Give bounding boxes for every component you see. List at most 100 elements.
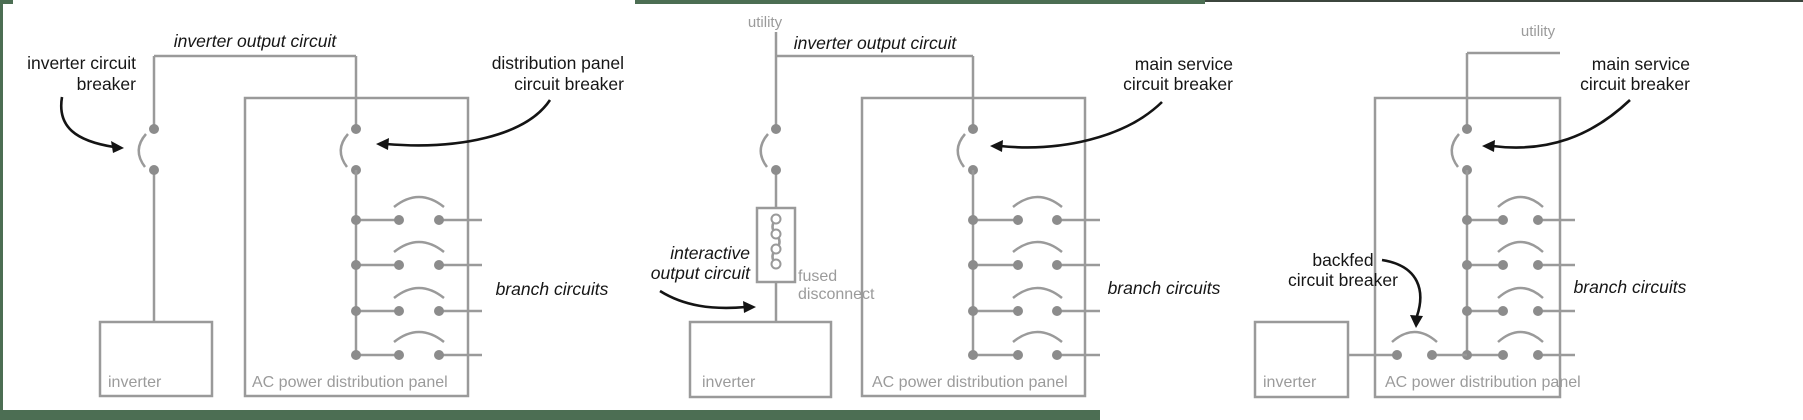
panel-breaker-arrowhead bbox=[376, 138, 389, 150]
utility-label: utility bbox=[748, 14, 783, 31]
branch-breaker-dot bbox=[1533, 306, 1543, 316]
fuse-terminal bbox=[770, 258, 782, 270]
main-breaker-label-line2: circuit breaker bbox=[1123, 74, 1233, 94]
branch-circuits-label: branch circuits bbox=[1574, 277, 1687, 297]
branch-breaker-dot bbox=[1498, 260, 1508, 270]
main-breaker-arrow bbox=[1491, 99, 1631, 149]
branch-breaker-arc bbox=[1012, 195, 1063, 208]
branch-breaker-dot bbox=[1052, 306, 1062, 316]
panel-box-label: AC power distribution panel bbox=[872, 374, 1068, 391]
bus-junction-dot bbox=[351, 350, 361, 360]
inverter-box-label: inverter bbox=[108, 374, 162, 391]
interactive-output-arrow bbox=[659, 289, 747, 310]
branch-breaker-arc bbox=[1012, 286, 1063, 299]
branch-breaker-dot bbox=[394, 306, 404, 316]
branch-rows bbox=[1462, 195, 1575, 360]
utility-label: utility bbox=[1521, 23, 1556, 40]
branch-breaker-dot bbox=[394, 350, 404, 360]
breaker-arc bbox=[1450, 133, 1460, 168]
breaker-dot bbox=[149, 124, 159, 134]
branch-breaker-dot bbox=[1533, 350, 1543, 360]
breaker-dot bbox=[149, 165, 159, 175]
bus-junction-dot bbox=[1462, 215, 1472, 225]
branch-breaker-dot bbox=[1498, 306, 1508, 316]
main-breaker-label-line2: circuit breaker bbox=[1580, 74, 1690, 94]
branch-breaker-dot bbox=[434, 306, 444, 316]
fuse-terminal bbox=[770, 213, 782, 225]
branch-breaker-dot bbox=[1498, 350, 1508, 360]
bus-junction-dot bbox=[351, 215, 361, 225]
bus-junction-dot bbox=[1462, 260, 1472, 270]
interactive-output-arrowhead bbox=[743, 301, 756, 313]
top-left-green-nub bbox=[0, 0, 13, 4]
fuse-terminal bbox=[770, 243, 782, 255]
branch-breaker-arc bbox=[393, 286, 445, 299]
branch-breaker-dot bbox=[1013, 306, 1023, 316]
inverter-box bbox=[98, 320, 214, 398]
breaker-dot bbox=[771, 124, 781, 134]
branch-breaker-dot bbox=[434, 350, 444, 360]
inverter-breaker-label-line1: inverter circuit bbox=[27, 53, 136, 73]
branch-breaker-arc bbox=[393, 330, 445, 343]
panel-box-label: AC power distribution panel bbox=[252, 374, 448, 391]
backfed-breaker-label-line1: backfed bbox=[1312, 250, 1373, 270]
branch-breaker-arc bbox=[1012, 330, 1063, 343]
panel-box-label: AC power distribution panel bbox=[1385, 374, 1581, 391]
main-breaker-arrowhead bbox=[1482, 140, 1495, 152]
backfed-breaker-arrow bbox=[1381, 258, 1422, 317]
bus-junction-dot bbox=[1462, 306, 1472, 316]
branch-breaker-dot bbox=[1052, 350, 1062, 360]
branch-breaker-dot bbox=[1533, 260, 1543, 270]
inverter-box bbox=[1253, 320, 1350, 399]
bus-junction-dot bbox=[968, 260, 978, 270]
fuse-squiggle bbox=[771, 218, 781, 265]
branch-breaker-arc bbox=[1012, 240, 1063, 253]
panel-breaker-label-line2: circuit breaker bbox=[514, 74, 624, 94]
breaker-dot bbox=[1462, 124, 1472, 134]
inverter-breaker-label-line2: breaker bbox=[77, 74, 137, 94]
top-green-strip bbox=[635, 0, 1205, 4]
panel-breaker-arrow bbox=[385, 99, 552, 147]
main-breaker-arrowhead bbox=[990, 140, 1003, 152]
bus-junction-dot bbox=[351, 306, 361, 316]
bus-junction-dot bbox=[351, 260, 361, 270]
branch-breaker-arc bbox=[393, 240, 445, 253]
branch-breaker-dot bbox=[1013, 350, 1023, 360]
breaker-arc bbox=[956, 133, 966, 168]
breaker-dot bbox=[771, 165, 781, 175]
branch-breaker-arc bbox=[1497, 286, 1544, 299]
breaker-dot bbox=[351, 124, 361, 134]
diagram-inverter-direct: inverter output circuit inverter circuit… bbox=[27, 31, 624, 398]
main-breaker-label-line1: main service bbox=[1135, 54, 1233, 74]
bottom-green-strip bbox=[0, 410, 1100, 420]
branch-breaker-arc bbox=[1497, 240, 1544, 253]
inverter-output-circuit-label: inverter output circuit bbox=[174, 31, 338, 51]
branch-rows bbox=[351, 195, 482, 360]
branch-circuits-label: branch circuits bbox=[496, 279, 609, 299]
distribution-panel-box bbox=[860, 96, 1087, 398]
interactive-output-label-line2: output circuit bbox=[651, 263, 751, 283]
backfed-breaker-label-line2: circuit breaker bbox=[1288, 270, 1398, 290]
bus-junction-dot bbox=[968, 306, 978, 316]
fused-disconnect-label-line2: disconnect bbox=[798, 286, 875, 303]
bus-junction-dot bbox=[968, 350, 978, 360]
branch-rows bbox=[968, 195, 1100, 360]
branch-breaker-dot bbox=[1533, 215, 1543, 225]
breaker-arc bbox=[759, 133, 769, 168]
branch-circuits-label: branch circuits bbox=[1108, 278, 1221, 298]
bus-junction-dot bbox=[968, 215, 978, 225]
left-edge-green-strip bbox=[0, 0, 3, 410]
inverter-box-label: inverter bbox=[1263, 374, 1317, 391]
branch-breaker-dot bbox=[1013, 215, 1023, 225]
distribution-panel-box bbox=[1373, 96, 1562, 399]
diagram-utility-interactive: utility inverter output circuit main ser… bbox=[651, 14, 1233, 399]
branch-breaker-dot bbox=[394, 215, 404, 225]
branch-breaker-dot bbox=[434, 215, 444, 225]
backfed-breaker-dot bbox=[1427, 350, 1437, 360]
branch-breaker-dot bbox=[434, 260, 444, 270]
main-breaker-arrow bbox=[999, 101, 1163, 149]
branch-breaker-dot bbox=[1052, 215, 1062, 225]
backfed-breaker-arrowhead bbox=[1410, 315, 1423, 328]
panel-breaker-label-line1: distribution panel bbox=[492, 53, 624, 73]
